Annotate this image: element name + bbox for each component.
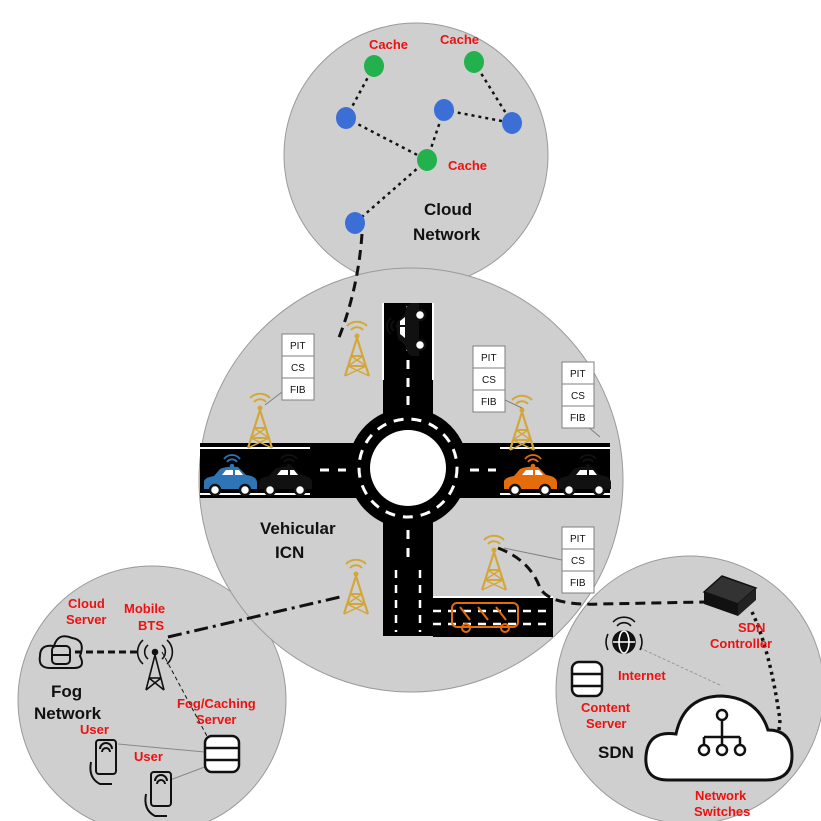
cache-node [417,149,437,171]
pit-cs-fib-table: PIT CS FIB [472,345,506,413]
network-node [434,99,454,121]
bus-icon [451,602,519,633]
fog-server-label: Fog/Caching [177,696,256,711]
network-node [345,212,365,234]
table-row-cs: CS [291,363,305,374]
table-connector [264,391,601,561]
sdn-controller-icon [702,575,758,616]
table-row-cs: CS [482,375,496,386]
database-icon [203,734,241,774]
mobile-bts-icon [136,639,174,691]
table-row-fib: FIB [290,385,306,396]
sdn-title: SDN [598,743,634,762]
user-link [117,743,206,753]
fog-server-label: Server [196,712,236,727]
cloud-network-title: Cloud [424,200,472,219]
table-row-pit: PIT [570,534,586,545]
sdn-backhaul-link [497,546,706,606]
pit-cs-fib-table: PIT CS FIB [281,333,315,401]
phone-icon [89,739,117,785]
table-row-fib: FIB [570,578,586,589]
table-row-fib: FIB [570,413,586,424]
table-row-pit: PIT [481,353,497,364]
cache-label: Cache [440,32,479,47]
pit-cs-fib-table: PIT CS FIB [561,526,595,594]
cache-node [464,51,484,73]
table-row-cs: CS [571,556,585,567]
fog-network-title: Network [34,704,102,723]
cache-node [364,55,384,77]
cloud-server-label: Server [66,612,106,627]
road-network [200,303,610,637]
vehicular-icn-title: Vehicular [260,519,336,538]
fog-backhaul-link [167,595,341,639]
mobile-bts-label: BTS [138,618,164,633]
vehicular-icn-title: ICN [275,543,304,562]
table-row-pit: PIT [290,341,306,352]
phone-icon [144,771,172,817]
sdn-controller-label: SDN [738,620,765,635]
content-server-label: Server [586,716,626,731]
cloud-network-title: Network [413,225,481,244]
cache-label: Cache [448,158,487,173]
user-label: User [80,722,109,737]
table-row-fib: FIB [481,397,497,408]
user-label: User [134,749,163,764]
internet-link [639,647,723,687]
globe-icon [605,616,643,654]
controller-switch-link [750,611,782,741]
backhaul-link [336,233,364,341]
table-row-pit: PIT [570,369,586,380]
network-node [502,112,522,134]
cloud-server-label: Cloud [68,596,105,611]
network-switches-label: Switches [694,804,750,819]
cloud-server-icon [38,635,83,669]
sdn-controller-label: Controller [710,636,772,651]
cache-label: Cache [369,37,408,52]
internet-label: Internet [618,668,666,683]
pit-cs-fib-table: PIT CS FIB [561,361,595,429]
user-link [169,764,211,781]
network-switches-label: Network [695,788,747,803]
network-node [336,107,356,129]
mobile-bts-label: Mobile [124,601,165,616]
cloud-icon [644,694,794,782]
table-row-cs: CS [571,391,585,402]
content-server-icon [570,660,604,698]
content-server-label: Content [581,700,631,715]
fog-network-title: Fog [51,682,82,701]
fog-cache-link [161,651,209,739]
